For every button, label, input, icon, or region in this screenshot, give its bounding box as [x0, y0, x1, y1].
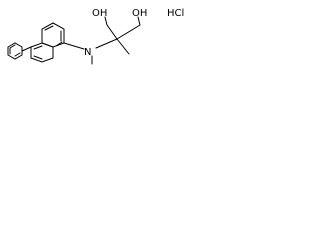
left-hydroxyl-label: OH [92, 8, 107, 19]
chemical-structure-diagram: N OH OH HCl [7, 8, 184, 65]
nitrogen-carbon-bond [95, 38, 118, 49]
methyl-bond [116, 38, 130, 55]
left-hydroxymethyl-o-bond [104, 16, 108, 26]
nitrogen-label: N [84, 47, 91, 58]
hydrochloride-label: HCl [167, 8, 184, 19]
phenyl-ring [7, 42, 23, 60]
aryl-nitrogen-bond [63, 42, 85, 50]
naphthalene-ring-system [30, 22, 65, 63]
right-hydroxymethyl-o-bond [137, 16, 141, 26]
left-hydroxymethyl-bond [106, 24, 118, 40]
right-hydroxymethyl-bond [116, 24, 141, 40]
right-hydroxyl-label: OH [132, 8, 147, 19]
phenyl-naphthyl-bond [21, 46, 32, 52]
